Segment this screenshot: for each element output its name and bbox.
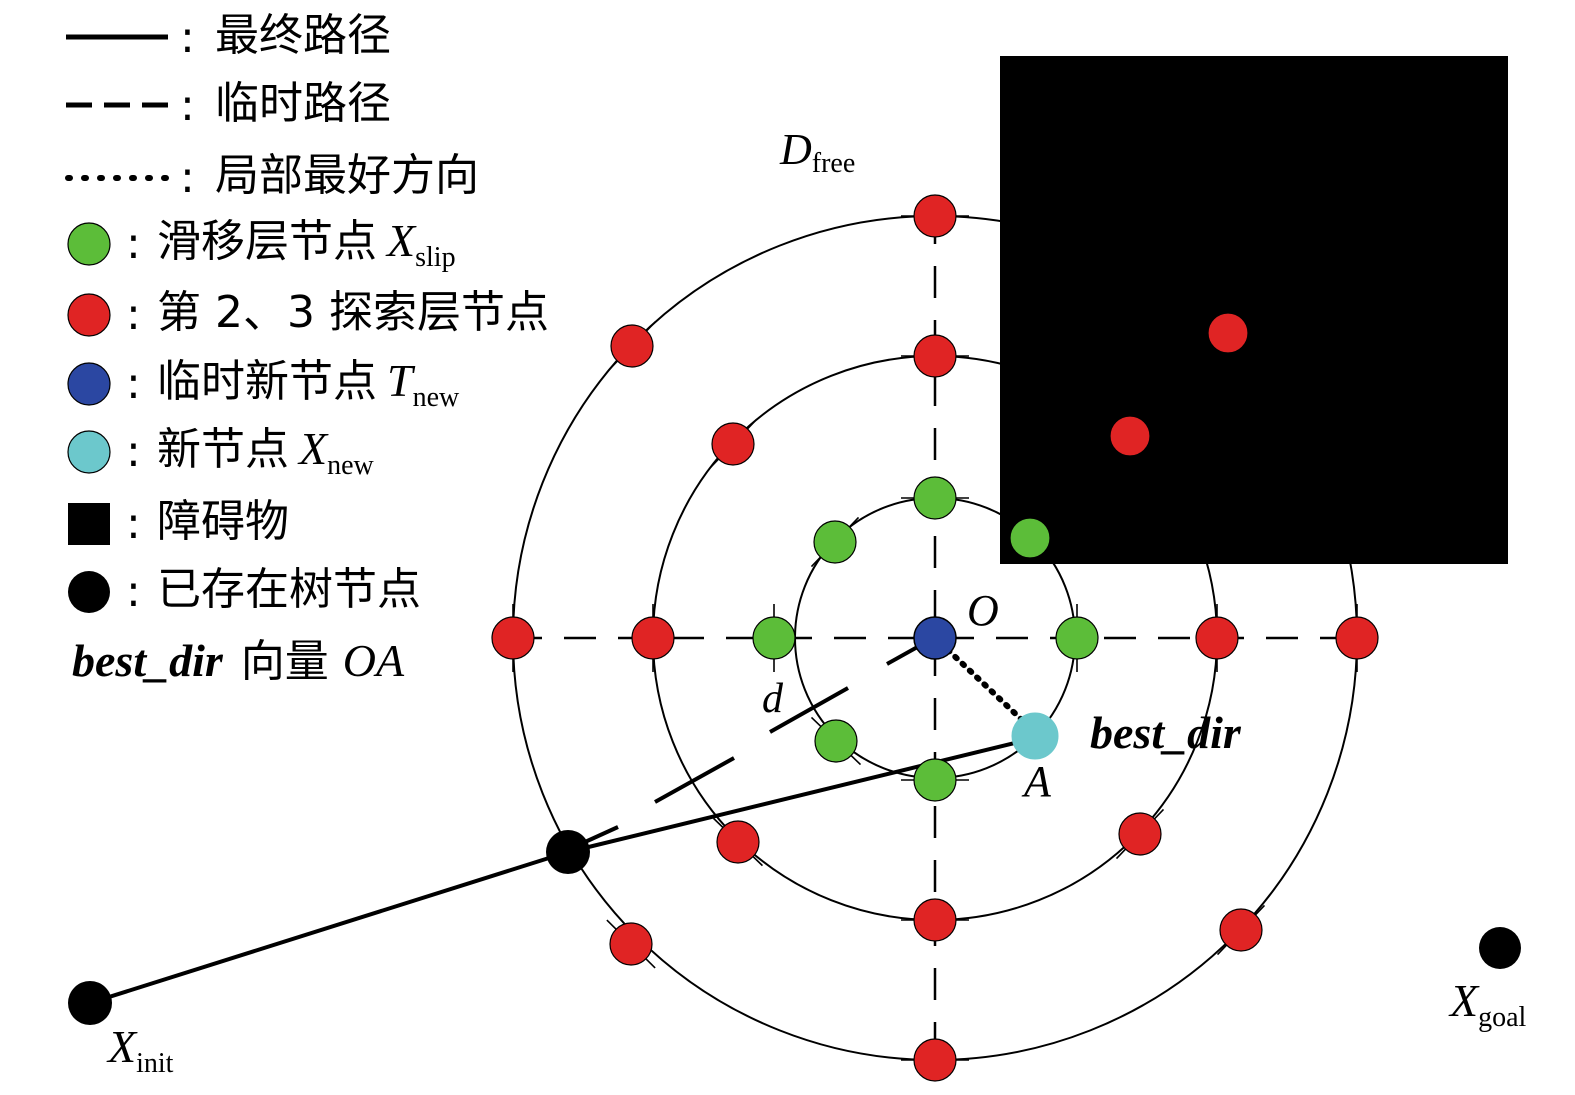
legend-explore-swatch — [67, 293, 111, 337]
final-path-segment-1 — [89, 850, 569, 1005]
explore-node-in-obstacle — [1109, 415, 1151, 457]
x-init-label: Xinit — [106, 1021, 174, 1079]
origin-label: O — [967, 586, 999, 635]
legend-obstacle-swatch — [68, 503, 110, 545]
legend-tree-swatch — [68, 571, 110, 613]
best-dir-label: best_dir — [1090, 707, 1242, 758]
slip-node — [913, 758, 957, 802]
x-goal-label: Xgoal — [1448, 975, 1527, 1033]
init-node — [68, 981, 112, 1025]
explore-layer-2-node — [716, 820, 760, 864]
legend-final-path-label: 最终路径 — [215, 10, 391, 61]
legend-explore-label: 第 2、3 探索层节点 — [157, 287, 549, 338]
explore-layer-2-node — [913, 898, 957, 942]
new-node-A — [1011, 712, 1059, 760]
legend-colon: : — [126, 289, 141, 340]
legend-colon: : — [126, 426, 141, 477]
legend-colon: : — [126, 498, 141, 549]
explore-layer-3-node — [1335, 616, 1379, 660]
legend-tree-label: 已存在树节点 — [157, 564, 421, 615]
legend-colon: : — [180, 152, 195, 203]
slip-node — [1009, 517, 1051, 559]
explore-layer-2-node — [1195, 616, 1239, 660]
legend-new-node-swatch — [67, 430, 111, 474]
d-label: d — [762, 676, 784, 722]
explore-layer-3-node — [913, 194, 957, 238]
legend-obstacle-label: 障碍物 — [157, 496, 289, 547]
tree-node — [546, 830, 590, 874]
legend-colon: : — [126, 218, 141, 269]
legend-colon: : — [180, 12, 195, 63]
point-a-label: A — [1021, 757, 1052, 806]
explore-layer-3-node — [913, 1038, 957, 1082]
legend-colon: : — [126, 358, 141, 409]
final-path-segment-2 — [567, 736, 1036, 854]
legend-slip-swatch — [67, 222, 111, 266]
explore-layer-2-node — [1118, 812, 1162, 856]
obstacle-block — [1000, 56, 1508, 564]
slip-node — [913, 476, 957, 520]
temporary-path — [584, 638, 931, 844]
explore-layer-2-node — [913, 334, 957, 378]
legend-colon: : — [126, 566, 141, 617]
temp-path-dash-1 — [584, 825, 619, 844]
slip-node — [814, 719, 858, 763]
slip-node — [1055, 616, 1099, 660]
nodes-layer — [491, 194, 1379, 1082]
temp-path-dash-3 — [769, 686, 849, 734]
explore-layer-3-node — [491, 616, 535, 660]
slip-node — [752, 616, 796, 660]
legend-temp-path-label: 临时路径 — [215, 78, 391, 129]
d-free-label: Dfree — [779, 125, 855, 179]
explore-layer-3-node — [610, 324, 654, 368]
legend-local-best-label: 局部最好方向 — [215, 150, 479, 201]
explore-layer-3-node — [609, 922, 653, 966]
explore-layer-2-node — [631, 616, 675, 660]
temp-new-node-O — [913, 616, 957, 660]
explore-layer-3-node — [1219, 908, 1263, 952]
temp-path-dash-2 — [654, 756, 735, 804]
explore-node-in-obstacle — [1207, 312, 1249, 354]
legend-colon: : — [180, 80, 195, 131]
local-best-direction — [945, 647, 1025, 723]
legend-temp-new-swatch — [67, 362, 111, 406]
slip-node — [813, 520, 857, 564]
final-path — [89, 736, 1036, 1005]
explore-layer-2-node — [711, 422, 755, 466]
goal-node — [1479, 927, 1521, 969]
